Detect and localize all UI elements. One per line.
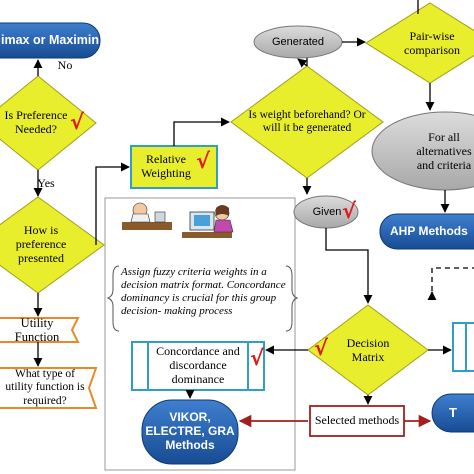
how-presented-label: How is preference presented	[15, 223, 67, 265]
relative-weighting-label: Relative Weighting	[141, 152, 191, 180]
fuzzy-weights-note: Assign fuzzy criteria weights in a decis…	[121, 266, 286, 317]
decision-matrix-label: Decision Matrix	[346, 336, 390, 364]
all-alternatives-label: For all alternatives and criteria	[416, 130, 472, 172]
ahp-label: AHP Methods	[390, 223, 468, 238]
checkmark-icon: √	[70, 110, 85, 134]
utility-function-box	[0, 317, 80, 343]
vikor-node	[141, 399, 239, 465]
flow-arrows	[33, 0, 452, 405]
dashed-connector	[431, 267, 474, 300]
selected-methods-box	[309, 405, 405, 437]
checkmark-icon: √	[314, 336, 329, 360]
generated-label: Generated	[272, 35, 324, 48]
t-method-label: T	[449, 404, 457, 420]
ahp-node	[379, 213, 474, 250]
preference-needed-label: Is Preference Needed?	[4, 108, 68, 136]
utility-type-label: What type of utility function is require…	[5, 368, 85, 407]
vikor-label: VIKOR, ELECTRE, GRA Methods	[145, 410, 235, 452]
concordance-label: Concordance and discordance dominance	[156, 344, 240, 386]
utility-type-box	[0, 367, 98, 409]
weight-beforehand-label: Is weight beforehand? Or will it be gene…	[248, 108, 366, 134]
yes-label: Yes	[37, 176, 55, 191]
no-label: No	[57, 58, 73, 73]
selected-methods-label: Selected methods	[314, 413, 400, 428]
concordance-box	[131, 341, 265, 391]
utility-function-label: Utility Function	[14, 315, 60, 344]
checkmark-icon: √	[342, 199, 357, 223]
checkmark-icon: √	[250, 346, 265, 370]
office-workers-illustration	[122, 202, 234, 238]
relative-weighting-box	[130, 145, 218, 189]
t-method-node	[431, 393, 474, 433]
minimax-label: imax or Maximin	[1, 33, 99, 48]
right-matrix-box	[452, 322, 474, 372]
pairwise-label: Pair-wise comparison	[404, 29, 460, 57]
given-label: Given	[312, 205, 342, 218]
minimax-node	[0, 22, 101, 59]
checkmark-icon: √	[196, 149, 211, 173]
